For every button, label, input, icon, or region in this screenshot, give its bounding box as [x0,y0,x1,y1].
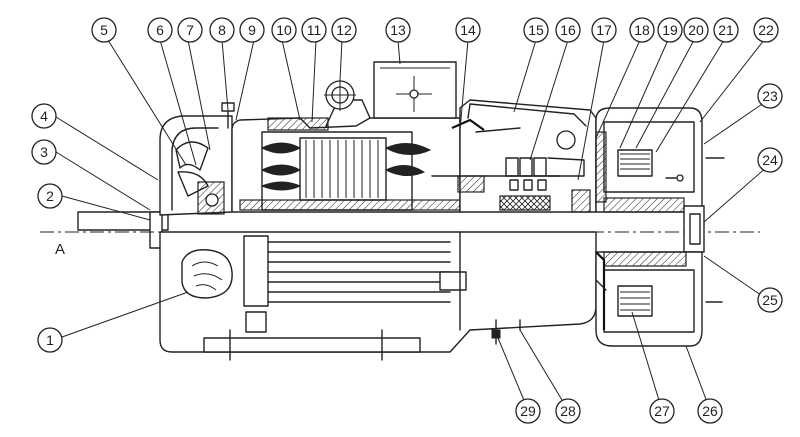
callout-6-label: 6 [156,22,164,38]
callout-9: 9 [239,17,265,43]
callout-20: 20 [683,17,709,43]
callout-27: 27 [649,398,675,424]
front-end-shield [159,102,235,216]
callout-11: 11 [301,17,327,43]
rear-housing [431,99,597,213]
callout-18-label: 18 [634,22,650,38]
brake-lower [595,251,723,347]
callout-29: 29 [515,398,541,424]
callout-5: 5 [91,17,117,43]
callout-3-label: 3 [40,144,48,160]
callout-20-label: 20 [688,22,704,38]
callout-25: 25 [757,287,783,313]
callout-16-label: 16 [560,22,576,38]
callout-7-label: 7 [186,22,194,38]
callout-17-label: 17 [596,22,612,38]
callout-21-label: 21 [718,22,734,38]
callout-22: 22 [753,17,779,43]
callout-13-label: 13 [390,22,406,38]
callout-18: 18 [629,17,655,43]
lifting-eye [324,79,356,111]
callout-26: 26 [697,398,723,424]
callout-2: 2 [37,183,63,209]
callout-12: 12 [331,17,357,43]
callout-28-label: 28 [560,403,576,419]
axis-label-a: A [55,241,65,258]
leader-lines [55,39,769,411]
callout-15: 15 [523,17,549,43]
callout-24: 24 [757,147,783,173]
callout-9-label: 9 [248,22,256,38]
callout-26-label: 26 [702,403,718,419]
callout-4: 4 [31,103,57,129]
callout-25-label: 25 [762,292,778,308]
callout-29-label: 29 [520,403,536,419]
callout-14-label: 14 [460,22,476,38]
callout-8: 8 [209,17,235,43]
callout-22-label: 22 [758,22,774,38]
callout-4-label: 4 [40,108,48,124]
callout-24-label: 24 [762,152,778,168]
callout-1: 1 [37,327,63,353]
callout-19: 19 [657,17,683,43]
callout-2-label: 2 [46,188,54,204]
callout-8-label: 8 [218,22,226,38]
callout-27-label: 27 [654,403,670,419]
callout-14: 14 [455,17,481,43]
brake-assembly [595,107,725,253]
motor-lower-exterior [159,231,597,361]
callout-7: 7 [177,17,203,43]
callout-1-label: 1 [46,332,54,348]
callout-23-label: 23 [762,88,778,104]
terminal-box [373,61,457,119]
callout-10: 10 [271,17,297,43]
callout-10-label: 10 [276,22,292,38]
callout-11-label: 11 [307,22,322,38]
callout-23: 23 [757,83,783,109]
callout-19-label: 19 [662,22,678,38]
callout-13: 13 [385,17,411,43]
callout-28: 28 [555,398,581,424]
callout-3: 3 [31,139,57,165]
callout-16: 16 [555,17,581,43]
callout-15-label: 15 [528,22,544,38]
stator-housing-upper [231,99,461,213]
motor-drawing [40,61,760,361]
callout-12-label: 12 [336,22,352,38]
callout-5-label: 5 [100,22,108,38]
callout-21: 21 [713,17,739,43]
callout-6: 6 [147,17,173,43]
callout-17: 17 [591,17,617,43]
